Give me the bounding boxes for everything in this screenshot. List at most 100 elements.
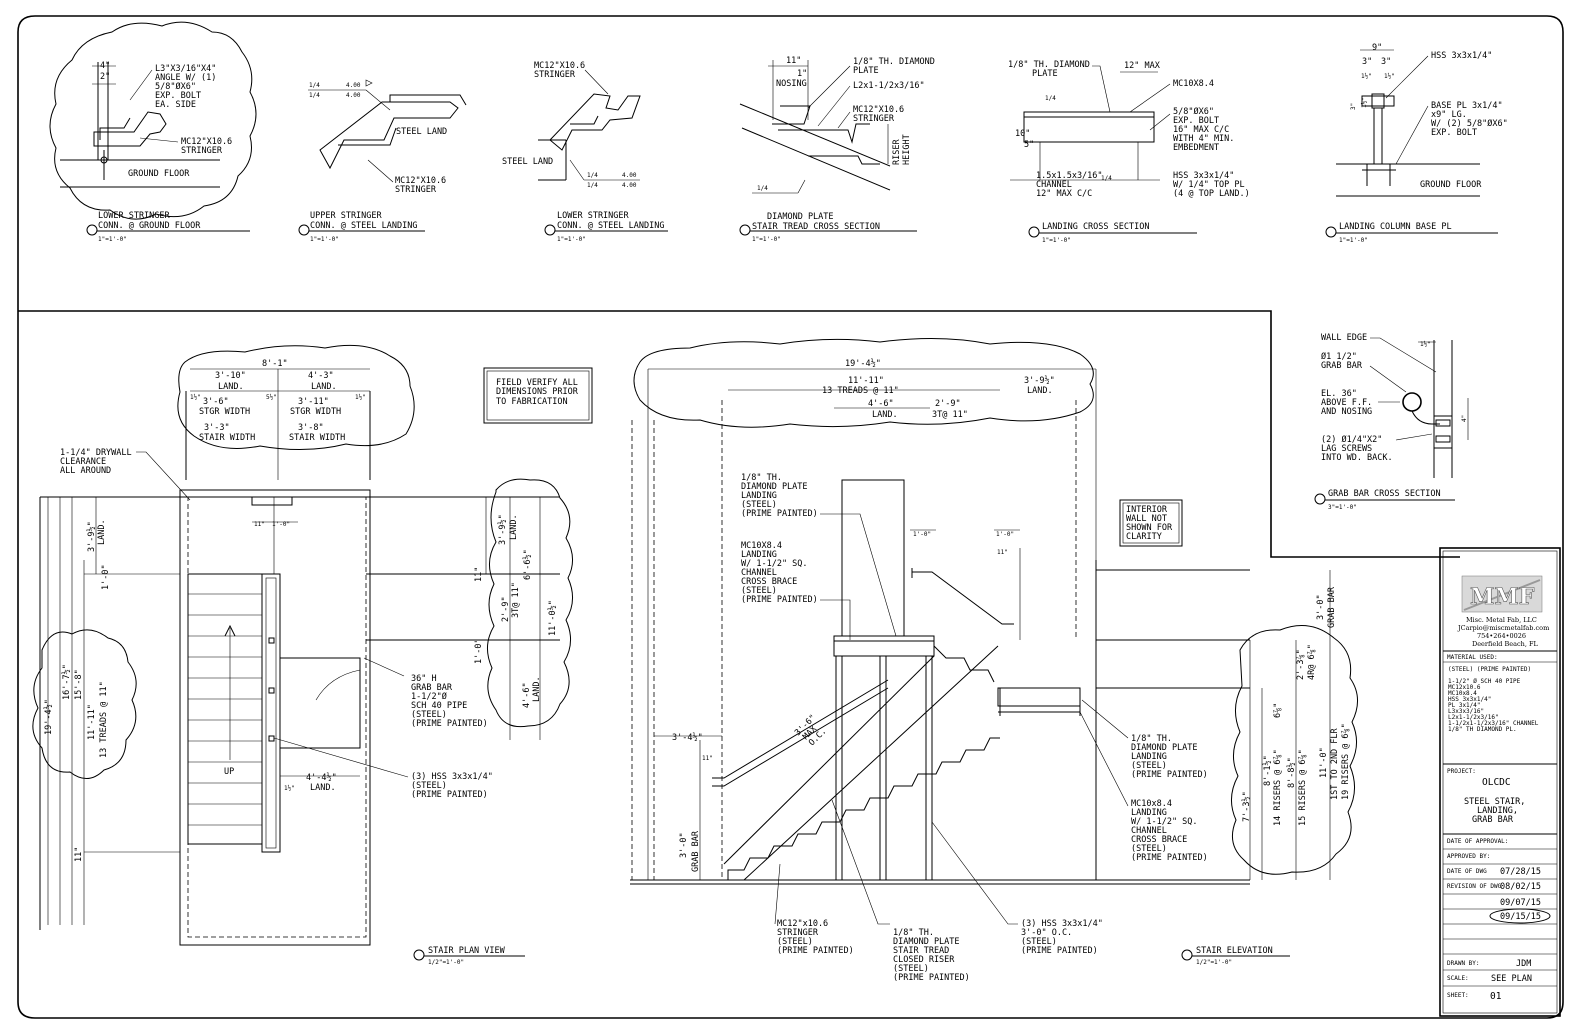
dim-label: 1" [797,69,807,79]
note-line: 1.5x1.5x3/16" [1036,171,1103,181]
dim-label: 1½" [355,394,366,401]
dim-label: 13 TREADS @ 11" [99,681,109,758]
note-line: EL. 36" [1321,389,1357,399]
note-line: LAG SCREWS [1321,444,1372,454]
dim-label: LAND. [872,410,898,420]
project-desc: GRAB BAR [1472,815,1514,825]
material-item: MC12x10.6 [1448,684,1481,691]
note-line: LANDING [741,491,777,501]
dim-label: LAND. [218,382,244,392]
dim-label: 3'-6" [203,397,229,407]
note-line: 1/8" TH. [893,928,934,938]
detail-scale: 1"=1'-0" [1042,237,1071,244]
note-line: (PRIME PAINTED) [1131,853,1208,863]
note-line: FIELD VERIFY ALL [496,378,578,388]
dim-label: 2'-9" [501,596,511,622]
note-line: 1/8" TH. [741,473,782,483]
note-line: MC12"x10.6 [777,919,828,929]
note-line: W/ 1-1/2" SQ. [1131,817,1198,827]
dim-label: 3'-0" [679,832,689,858]
detail-title: LOWER STRINGER [98,211,171,221]
dim-label: 9" [1372,43,1382,53]
dim-label: STAIR WIDTH [199,433,255,443]
note-line: (STEEL) [741,586,777,596]
note-line: STRINGER [181,146,223,156]
dim-label: 3" [1350,103,1357,110]
dim-label: 11'-0½" [547,600,558,636]
detail-scale: 1"=1'-0" [98,236,127,243]
note-line: CROSS BRACE [1131,835,1187,845]
note-line: 1/8" TH. DIAMOND [853,57,935,67]
note-line: WITH 4" MIN. [1173,134,1234,144]
project-desc: STEEL STAIR, [1464,797,1525,807]
weld-label: 1/4 [587,172,598,179]
note-line: BASE PL 3x1/4" [1431,101,1503,111]
sheet-label: SHEET: [1447,992,1469,999]
dim-label: 1½" [1361,73,1372,80]
dim-label: 1'-0" [996,531,1014,538]
dim-label: 11" [702,755,713,762]
note-line: CLOSED RISER [893,955,955,965]
plan-title: STAIR PLAN VIEW [428,946,506,956]
company-phone: 754•264•0026 [1477,632,1526,640]
dwg-date: 07/28/15 [1500,867,1541,877]
dim-label: 11'-11" [87,704,97,740]
dim-label: 4'-4½" [306,772,337,783]
up-label: UP [224,767,234,777]
dim-label: 1½" [1420,341,1431,348]
detail-title: CONN. @ GROUND FLOOR [98,221,201,231]
detail-stair-tread-section: 11" 1" NOSING 1/8" TH. DIAMOND PLATE L2x… [739,56,935,243]
note-line: MC10X8.4 [1173,79,1214,89]
sheet-number: 01 [1490,991,1502,1002]
dim-label: 3T@ 11" [932,410,968,420]
note-line: x9" LG. [1431,110,1467,120]
dim-label: STAIR WIDTH [289,433,345,443]
material-item: (STEEL) (PRIME PAINTED) [1448,666,1531,673]
dim-label: 1'-0" [272,521,290,528]
note-line: STRINGER [534,70,576,80]
detail-upper-stringer-landing: 1/4 4.00 1/4 4.00 STEEL LAND MC12"X10.6 … [298,79,467,243]
detail-title: UPPER STRINGER [310,211,383,221]
dim-label: 11" [474,567,484,582]
weld-label: 1/4 [587,182,598,189]
company-email: JCarpio@miscmetalfab.com [1457,624,1549,632]
note-line: GRAB BAR [411,683,453,693]
detail-scale: 3"=1'-0" [1328,504,1357,511]
company-logo: MMF [1461,575,1543,613]
note-line: SCH 40 PIPE [411,701,467,711]
note-line: 1-1/4" DRYWALL [60,448,132,458]
note-line: DIAMOND PLATE [1131,743,1198,753]
project-label: PROJECT: [1447,768,1476,775]
treads [187,573,263,845]
note-line: L3"X3/16"X4" [155,64,216,74]
sheet-border [17,15,1564,1019]
detail-lower-stringer-ground: 4" 2" L3"X3/16"X4" ANGLE W/ (1) 5/8"ØX6"… [49,21,257,243]
logo-text: MMF [1470,584,1535,610]
dim-label: 15 RISERS @ 6⅞" [1298,749,1308,826]
company-city: Deerfield Beach, FL [1472,640,1538,648]
drawn-label: DRAWN BY: [1447,960,1480,967]
note-line: (3) HSS 3x3x1/4" [1021,919,1103,929]
material-item: 1-1/2" Ø SCH 40 PIPE [1448,678,1521,685]
revision-cloud [49,21,257,220]
note-line: DIAMOND PLATE [893,937,960,947]
material-item: 1/8" TH DIAMOND PL. [1448,726,1517,733]
dim-label: 11" [74,847,84,862]
detail-title: LOWER STRINGER [557,211,630,221]
dim-label: 2'-3⅞" [1296,649,1306,680]
note-line: W/ 1-1/2" SQ. [741,559,808,569]
note-line: (STEEL) [741,500,777,510]
riser-label: RISER [892,139,902,165]
note-line: WALL NOT [1126,514,1167,524]
note-line: TO FABRICATION [496,397,568,407]
dim-label: 1'-0" [913,531,931,538]
note-line: MC10x8.4 [1131,799,1172,809]
detail-scale: 1"=1'-0" [752,236,781,243]
dim-label: 6⅞" [1273,703,1283,718]
note-line: W/ 1/4" TOP PL [1173,180,1245,190]
project-desc: LANDING, [1477,806,1518,816]
steel-land-label: STEEL LAND [502,157,553,167]
note-line: CHANNEL [1131,826,1167,836]
note-line: DIAMOND PLATE [741,482,808,492]
